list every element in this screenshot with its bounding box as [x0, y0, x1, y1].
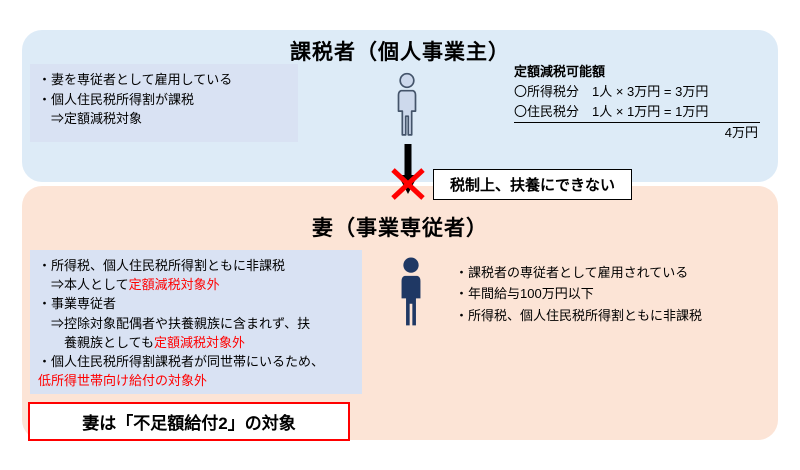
wife-notes-box: ・所得税、個人住民税所得割ともに非課税 ⇒本人として定額減税対象外 ・事業専従者…: [30, 250, 362, 394]
wife-note-red-line: 低所得世帯向け給付の対象外: [38, 373, 208, 389]
wife-note-text: ⇒本人として: [38, 277, 129, 293]
wife-note-line: ⇒控除対象配偶者や扶養親族に含まれず、扶: [38, 315, 311, 331]
person-outline-icon: [390, 72, 424, 145]
red-cross-icon: [391, 168, 425, 200]
insufficient-payment-badge: 妻は「不足額給付2」の対象: [28, 402, 350, 441]
wife-note-line: ・事業専従者: [38, 296, 117, 312]
wife-note-red-text: 定額減税対象外: [153, 334, 245, 350]
wife-right-note-line: ・年間給与100万円以下: [455, 286, 594, 302]
deduction-total: 4万円: [724, 125, 758, 141]
income-tax-line: 〇所得税分 1人 × 3万円 = 3万円: [514, 84, 709, 100]
wife-note-line: ・所得税、個人住民税所得割ともに非課税: [38, 258, 286, 273]
down-arrow-icon: [386, 144, 430, 207]
taxpayer-note-line: ⇒定額減税対象: [38, 111, 143, 126]
arrow-shaft: [404, 144, 412, 177]
person-solid-icon: [393, 256, 429, 335]
wife-note-line: ・個人住民税所得割課税者が同世帯にいるため、: [38, 354, 325, 370]
wife-note-text: 養親族としても: [38, 334, 154, 350]
taxpayer-title: 課税者（個人事業主）: [290, 41, 510, 64]
wife-note-red-text: 定額減税対象外: [128, 277, 220, 293]
wife-title: 妻（事業専従者）: [312, 217, 488, 240]
wife-right-notes: ・課税者の専従者として雇用されている ・年間給与100万円以下 ・所得税、個人住…: [455, 262, 765, 326]
taxpayer-notes-box: ・妻を専従者として雇用している ・個人住民税所得割が課税 ⇒定額減税対象: [30, 64, 298, 142]
deduction-amount-block: 定額減税可能額 〇所得税分 1人 × 3万円 = 3万円 〇住民税分 1人 × …: [514, 62, 760, 144]
deduction-amount-heading: 定額減税可能額: [514, 64, 606, 79]
wife-note-line: ⇒本人として定額減税対象外: [38, 275, 354, 294]
taxpayer-note-line: ・個人住民税所得割が課税: [38, 91, 195, 107]
resident-tax-line: 〇住民税分 1人 × 1万円 = 1万円: [514, 102, 760, 124]
cannot-support-callout: 税制上、扶養にできない: [433, 169, 633, 200]
taxpayer-note-line: ・妻を専従者として雇用している: [38, 72, 233, 87]
wife-right-note-line: ・所得税、個人住民税所得割ともに非課税: [455, 307, 703, 323]
wife-right-note-line: ・課税者の専従者として雇用されている: [455, 265, 689, 280]
wife-note-line: 養親族としても定額減税対象外: [38, 333, 354, 352]
